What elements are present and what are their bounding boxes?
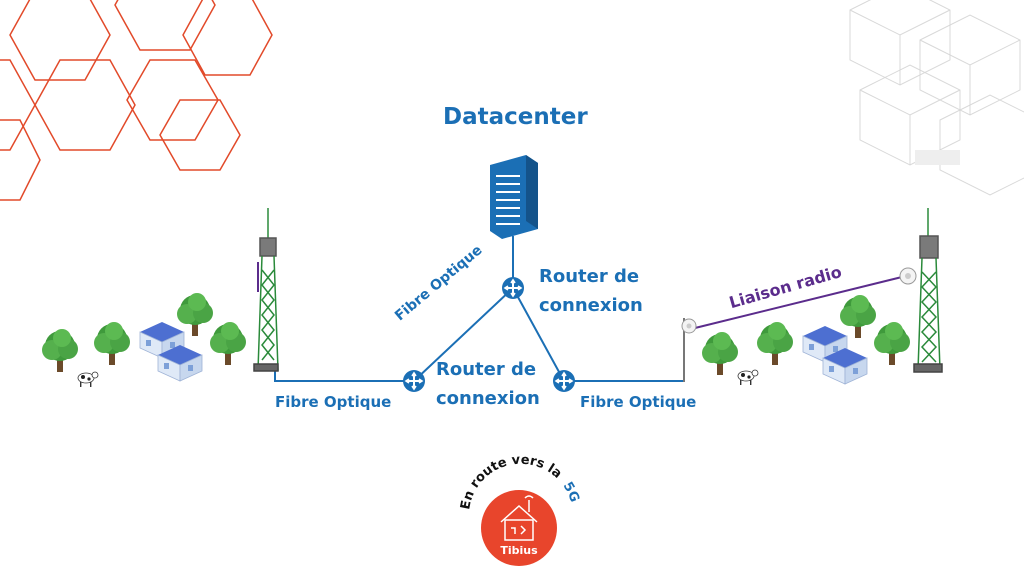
badge-arc-5g: 5G (560, 479, 582, 504)
fibre-left-label: Fibre Optique (275, 393, 392, 411)
fibre-right-label: Fibre Optique (580, 393, 697, 411)
cube-pattern-decoration-right (849, 0, 1024, 196)
router-top-icon (501, 276, 525, 300)
cell-tower-right-icon (913, 208, 943, 373)
router-center-line1: Router de (436, 359, 537, 380)
router-center-icon (402, 369, 426, 393)
datacenter-title: Datacenter (443, 104, 588, 130)
router-center-line2: connexion (436, 388, 540, 409)
radio-link (694, 275, 907, 329)
datacenter-server-icon (490, 155, 538, 239)
hexagon-decoration-left (0, 0, 273, 201)
cell-tower-left-icon (253, 208, 279, 372)
router-top-label: Router de connexion (539, 262, 643, 320)
router-top-line1: Router de (539, 266, 640, 287)
tibius-5g-badge: En route vers la 5G Tibius (458, 453, 582, 566)
badge-circle (481, 490, 557, 566)
radio-dish-right-icon (899, 267, 917, 285)
badge-house-icon (500, 495, 538, 541)
fibre-link-right-diagonal (512, 287, 565, 382)
fibre-link-left (265, 367, 414, 382)
router-right-icon (552, 369, 576, 393)
radio-dish-left-icon (681, 318, 697, 382)
badge-brand-text: Tibius (500, 544, 538, 557)
fibre-link-diagonal (413, 287, 514, 382)
fibre-link-right (564, 355, 685, 382)
router-center-label: Router de connexion (436, 355, 540, 413)
router-top-line2: connexion (539, 295, 643, 316)
village-left (42, 293, 246, 388)
